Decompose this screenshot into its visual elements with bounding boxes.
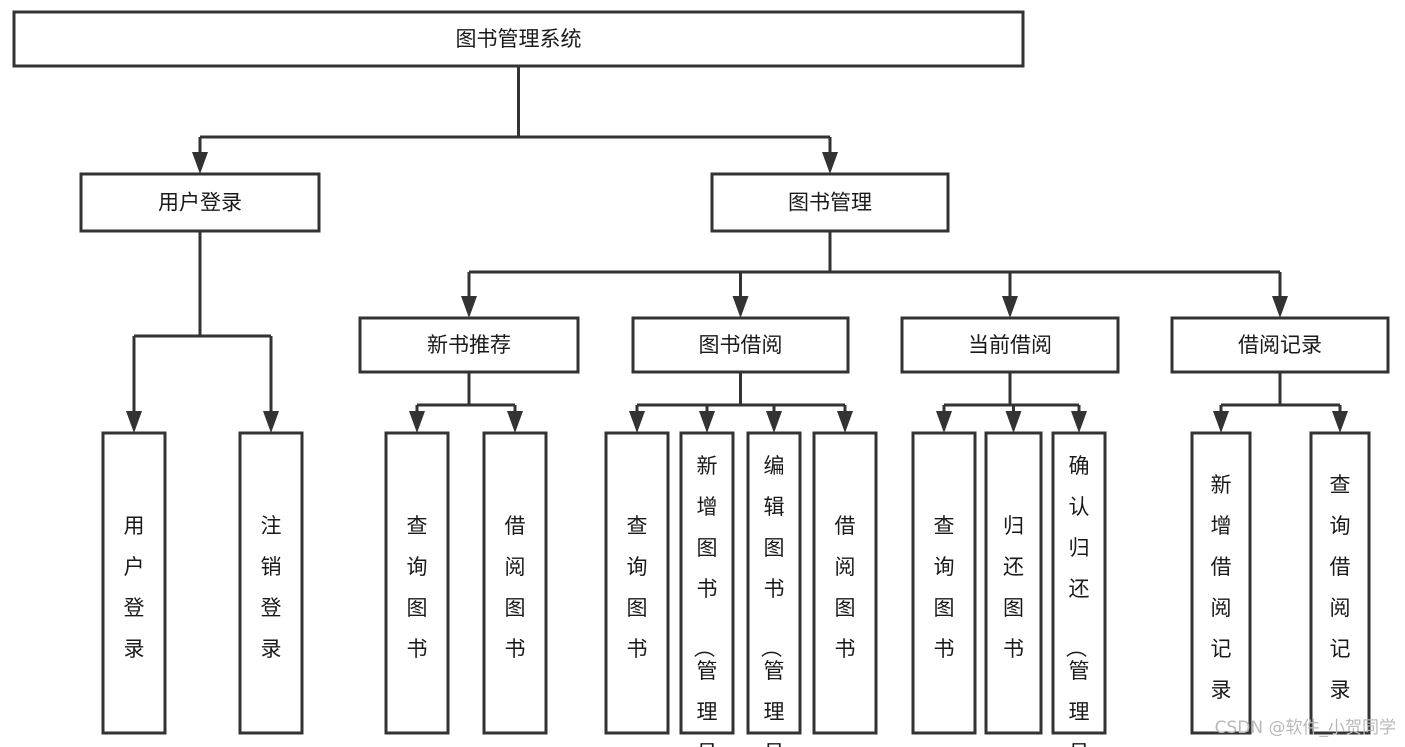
node-box[interactable] xyxy=(358,316,580,374)
node-box[interactable] xyxy=(1170,316,1390,374)
node-book-borrow[interactable]: 图书借阅 xyxy=(631,316,850,374)
arrow-head-icon xyxy=(766,411,782,433)
arrow-head-icon xyxy=(507,411,523,433)
node-box[interactable] xyxy=(911,431,977,735)
node-label: 编辑图书（管理员） xyxy=(759,454,785,747)
node-leaf-add-record[interactable]: 新增借阅记录 xyxy=(1190,431,1252,735)
node-leaf-edit-book[interactable]: 编辑图书（管理员） xyxy=(746,431,802,747)
node-leaf-query-book-3[interactable]: 查询图书 xyxy=(911,431,977,735)
connector-group xyxy=(629,372,853,433)
node-label: 图书借阅 xyxy=(699,333,783,357)
node-label: 当前借阅 xyxy=(968,333,1052,357)
node-box[interactable] xyxy=(900,316,1120,374)
node-layer: 图书管理系统用户登录图书管理新书推荐图书借阅当前借阅借阅记录用户登录注销登录查询… xyxy=(12,10,1390,747)
node-label: 图书管理系统 xyxy=(456,27,582,51)
node-label: 新书推荐 xyxy=(427,333,511,357)
node-new-book-rec[interactable]: 新书推荐 xyxy=(358,316,580,374)
arrow-head-icon xyxy=(1071,411,1087,433)
arrow-head-icon xyxy=(1213,411,1229,433)
node-label: 用户登录 xyxy=(124,514,145,661)
node-label: 借阅记录 xyxy=(1238,333,1322,357)
arrow-head-icon xyxy=(1332,411,1348,433)
node-box[interactable] xyxy=(79,172,321,233)
node-leaf-borrow-book-2[interactable]: 借阅图书 xyxy=(812,431,878,735)
node-box[interactable] xyxy=(238,431,304,735)
node-box[interactable] xyxy=(1309,431,1371,735)
arrow-head-icon xyxy=(409,411,425,433)
arrow-head-icon xyxy=(192,152,208,174)
connector-group xyxy=(936,372,1087,433)
node-current-borrow[interactable]: 当前借阅 xyxy=(900,316,1120,374)
csdn-watermark: CSDN @软件_小贺同学 xyxy=(1215,718,1396,738)
node-user-login[interactable]: 用户登录 xyxy=(79,172,321,233)
node-label: 查询借阅记录 xyxy=(1330,473,1351,702)
node-label: 归还图书 xyxy=(1003,514,1024,661)
node-box[interactable] xyxy=(1190,431,1252,735)
node-box[interactable] xyxy=(710,172,950,233)
node-label: 查询图书 xyxy=(934,514,955,661)
node-label: 新增借阅记录 xyxy=(1211,473,1232,702)
arrow-head-icon xyxy=(822,152,838,174)
arrow-head-icon xyxy=(1272,296,1288,318)
arrow-head-icon xyxy=(699,411,715,433)
node-label: 用户登录 xyxy=(158,191,242,215)
connector-group xyxy=(1213,372,1348,433)
node-root[interactable]: 图书管理系统 xyxy=(12,10,1025,68)
node-leaf-confirm-return[interactable]: 确认归还（管理员） xyxy=(1051,431,1107,747)
node-leaf-user-login[interactable]: 用户登录 xyxy=(101,431,167,735)
node-label: 借阅图书 xyxy=(505,514,526,661)
arrow-head-icon xyxy=(1005,411,1022,433)
node-label: 查询图书 xyxy=(627,514,648,661)
node-box[interactable] xyxy=(1051,431,1107,735)
arrow-head-icon xyxy=(629,411,645,433)
node-box[interactable] xyxy=(746,431,802,735)
node-box[interactable] xyxy=(101,431,167,735)
node-borrow-record[interactable]: 借阅记录 xyxy=(1170,316,1390,374)
node-label: 注销登录 xyxy=(261,514,282,661)
node-box[interactable] xyxy=(384,431,450,735)
node-leaf-borrow-book-1[interactable]: 借阅图书 xyxy=(482,431,548,735)
node-box[interactable] xyxy=(12,10,1025,68)
node-label: 新增图书（管理员） xyxy=(692,454,718,747)
node-label: 借阅图书 xyxy=(835,514,856,661)
node-label: 图书管理 xyxy=(788,191,872,215)
node-leaf-query-book-2[interactable]: 查询图书 xyxy=(604,431,670,735)
connector-group xyxy=(192,66,838,174)
arrow-head-icon xyxy=(126,411,142,433)
node-box[interactable] xyxy=(482,431,548,735)
node-box[interactable] xyxy=(984,431,1043,735)
node-box[interactable] xyxy=(604,431,670,735)
connector-group xyxy=(409,372,523,433)
node-box[interactable] xyxy=(812,431,878,735)
node-label: 确认归还（管理员） xyxy=(1064,454,1090,747)
node-leaf-logout[interactable]: 注销登录 xyxy=(238,431,304,735)
node-leaf-query-book-1[interactable]: 查询图书 xyxy=(384,431,450,735)
node-book-manage[interactable]: 图书管理 xyxy=(710,172,950,233)
node-box[interactable] xyxy=(631,316,850,374)
node-box[interactable] xyxy=(679,431,735,735)
arrow-head-icon xyxy=(837,411,853,433)
arrow-head-icon xyxy=(936,411,952,433)
connector-group xyxy=(126,231,279,433)
node-leaf-query-record[interactable]: 查询借阅记录 xyxy=(1309,431,1371,735)
node-label: 查询图书 xyxy=(407,514,428,661)
connector-group xyxy=(461,231,1288,318)
node-leaf-return-book[interactable]: 归还图书 xyxy=(984,431,1043,735)
arrow-head-icon xyxy=(1002,296,1018,318)
arrow-head-icon xyxy=(263,411,279,433)
node-leaf-add-book[interactable]: 新增图书（管理员） xyxy=(679,431,735,747)
arrow-head-icon xyxy=(461,296,477,318)
arrow-head-icon xyxy=(732,296,749,318)
connector-layer xyxy=(126,66,1348,433)
